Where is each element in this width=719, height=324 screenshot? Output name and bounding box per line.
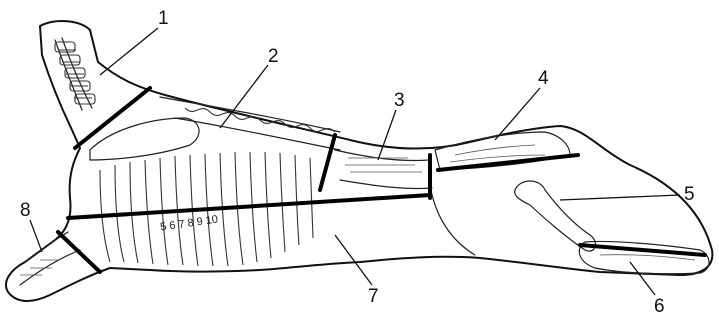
fore-shank — [20, 232, 80, 285]
label-1: 1 — [158, 8, 169, 29]
thigh-bone — [515, 181, 596, 251]
vertebra-blocks — [55, 42, 95, 104]
label-3: 3 — [394, 90, 405, 111]
carcass-outline — [6, 21, 712, 301]
cut-line-shoulder-back — [68, 195, 430, 218]
cut-line-rump — [438, 155, 578, 170]
cut-line-fore-shank — [58, 232, 100, 272]
label-5: 5 — [684, 184, 695, 205]
spine-line — [185, 108, 335, 132]
rib-numbers: 5 6 7 8 9 10 — [160, 214, 219, 234]
cut-line-shank — [580, 245, 705, 255]
label-6: 6 — [654, 296, 665, 317]
cut-line-chuck — [320, 135, 335, 190]
loin — [335, 150, 432, 189]
leader-lines — [30, 28, 680, 295]
cut-lines — [58, 88, 705, 272]
label-4: 4 — [538, 68, 549, 89]
flank-line — [430, 185, 475, 255]
label-8: 8 — [20, 200, 31, 221]
label-7: 7 — [368, 286, 379, 307]
label-2: 2 — [268, 46, 279, 67]
